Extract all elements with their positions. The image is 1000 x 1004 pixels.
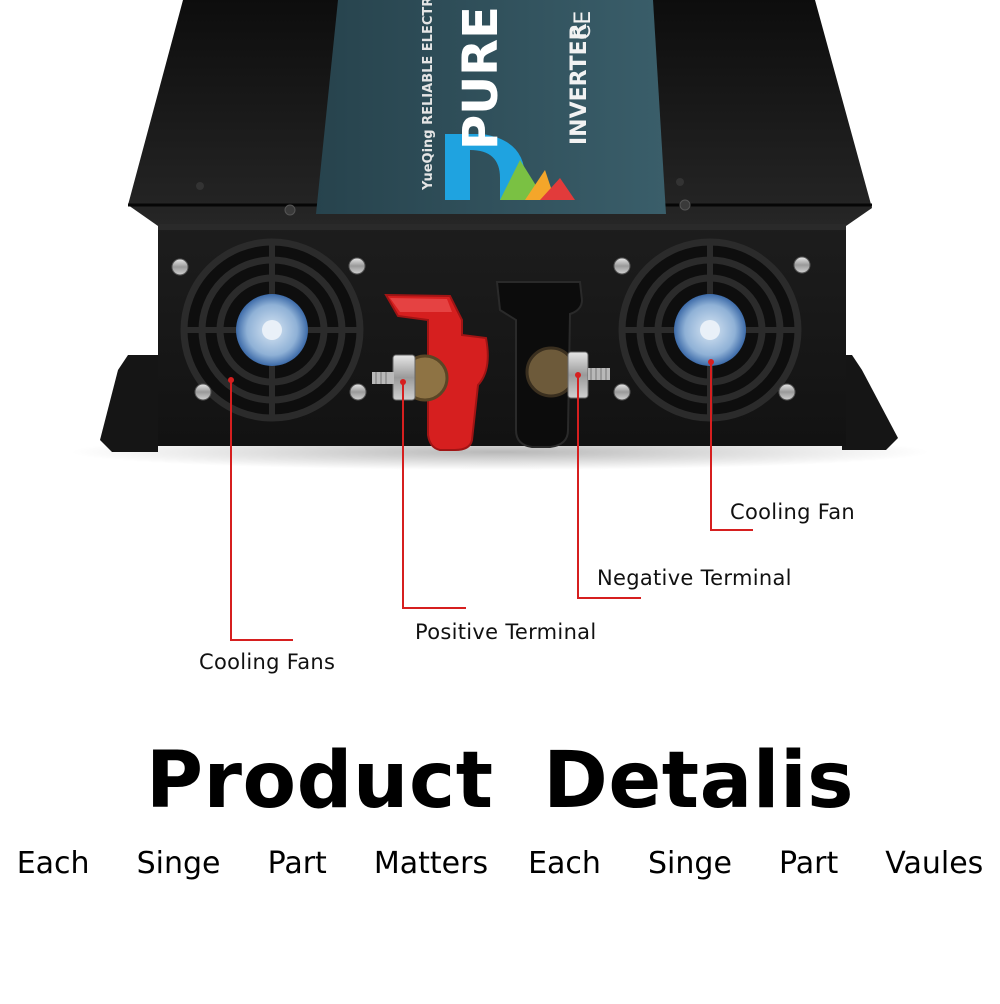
callout-dot (400, 379, 406, 385)
screw (284, 204, 296, 216)
screw (194, 383, 212, 401)
callout-positive-terminal: Positive Terminal (415, 620, 597, 644)
screw (613, 383, 631, 401)
screw (348, 257, 366, 275)
tagline-right: Each Singe Part Vaules (528, 846, 984, 881)
ce-mark: CE (571, 11, 596, 40)
screw (676, 178, 684, 186)
callout-dot (228, 377, 234, 383)
callout-cooling-fan: Cooling Fan (730, 500, 855, 524)
headline-word-details: Detalis (543, 736, 855, 826)
tagline-left: Each Singe Part Matters (16, 846, 489, 881)
front-panel-edge (158, 224, 846, 230)
label-panel: YueQing RELIABLE ELECTRIC PURE SINE INVE… (316, 0, 666, 214)
right-mounting-flange (842, 355, 898, 450)
front-screws (171, 256, 811, 401)
screw (171, 258, 189, 276)
screw (778, 383, 796, 401)
screw (613, 257, 631, 275)
positive-terminal (372, 293, 489, 451)
left-mounting-flange (100, 355, 158, 452)
subtitle-text: INVERTER (567, 23, 592, 145)
callout-negative-terminal: Negative Terminal (597, 566, 792, 590)
callout-line-positive-terminal (402, 382, 466, 609)
headline: Product Detalis (0, 736, 1000, 826)
callout-line-negative-terminal (577, 375, 641, 599)
callout-lines (230, 362, 753, 641)
negative-terminal (495, 281, 610, 448)
callout-dot (708, 359, 714, 365)
callout-cooling-fans: Cooling Fans (199, 650, 336, 674)
left-cooling-fan (180, 238, 364, 422)
rainbow-logo (445, 134, 575, 200)
screw (679, 199, 691, 211)
headline-word-product: Product (145, 736, 494, 826)
screw (349, 383, 367, 401)
callout-line-cooling-fan (710, 362, 753, 531)
screw (793, 256, 811, 274)
tagline: Each Singe Part Matters Each Singe Part V… (0, 846, 1000, 881)
callout-line-cooling-fans (230, 380, 293, 641)
terminal-bolt (372, 372, 394, 384)
screw (196, 182, 204, 190)
callout-dot (575, 372, 581, 378)
title-text: PURE SINE (453, 0, 509, 150)
brand-text: YueQing RELIABLE ELECTRIC (421, 0, 436, 191)
terminal-bolt (588, 368, 610, 380)
